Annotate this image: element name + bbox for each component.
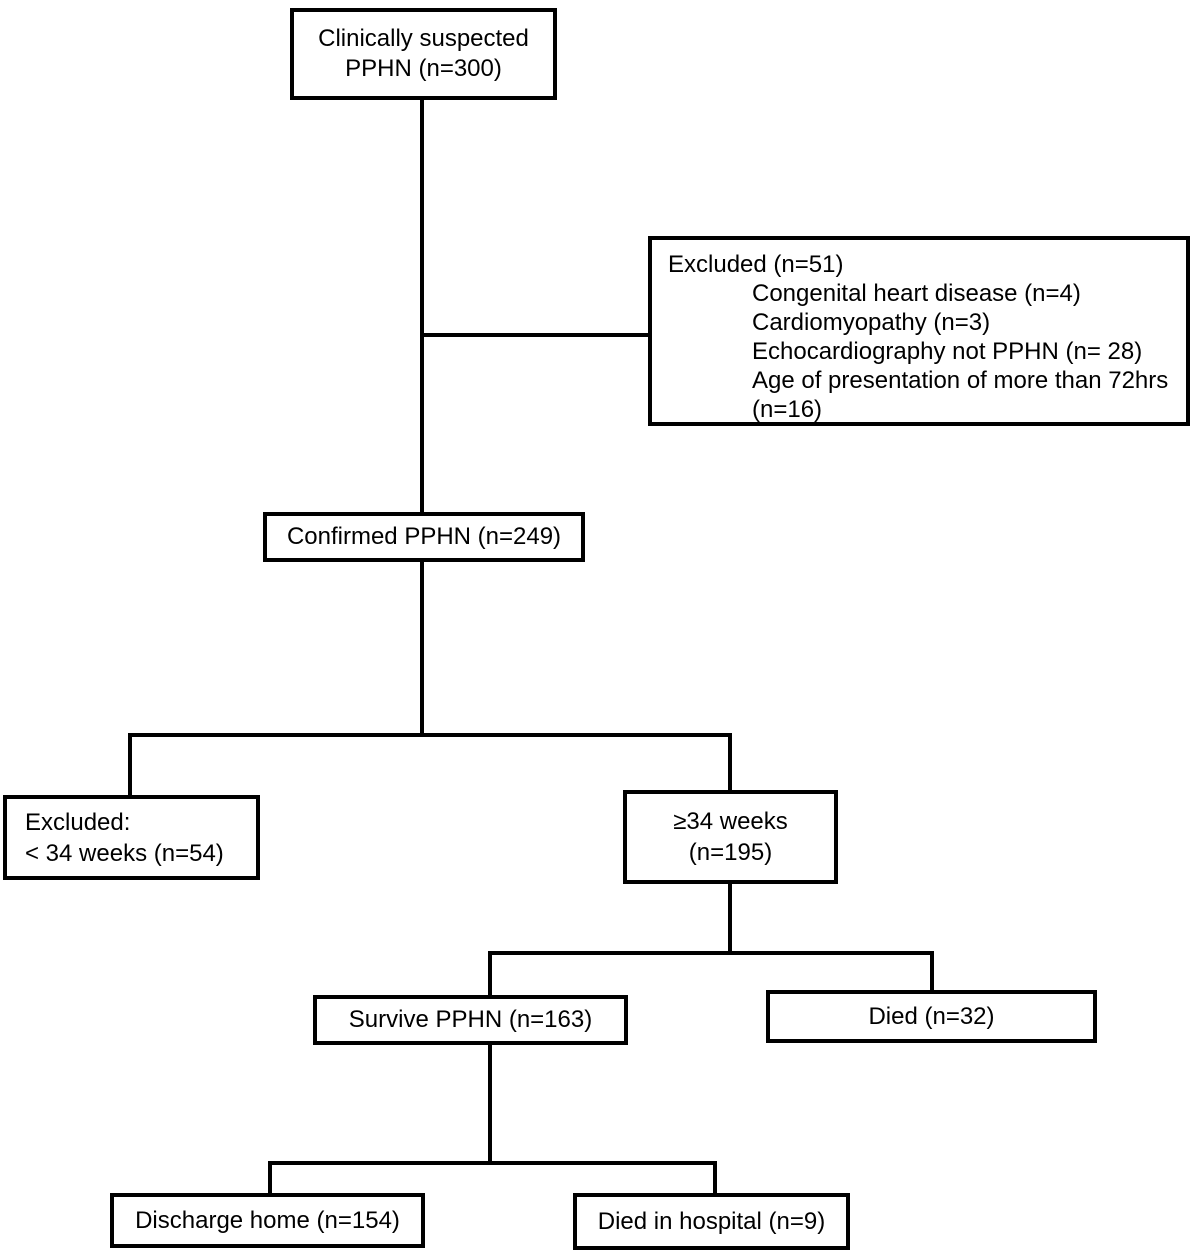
node-excluded-preterm-line1: Excluded: [25, 808, 131, 836]
connector-split2-horizontal [488, 951, 934, 955]
node-died-in-hospital-label: Died in hospital (n=9) [597, 1207, 826, 1235]
connector-split3-horizontal [268, 1161, 717, 1165]
connector-split3-to-discharge [268, 1165, 272, 1193]
connector-term-ge34-down [728, 884, 732, 951]
excluded-initial-item-cardiomyopathy: Cardiomyopathy (n=3) [752, 309, 991, 336]
excluded-initial-item-age-over-72hrs: Age of presentation of more than 72hrs (… [752, 367, 1169, 423]
connector-suspected-to-confirmed [420, 100, 424, 512]
connector-split2-to-survive [488, 955, 492, 995]
connector-split1-horizontal [128, 733, 732, 737]
node-term-ge34-line1: ≥34 weeks [673, 808, 788, 835]
node-excluded-preterm-line2: < 34 weeks (n=54) [25, 839, 224, 867]
connector-split2-to-died [930, 955, 934, 990]
node-died: Died (n=32) [766, 990, 1097, 1043]
connector-survive-down [488, 1045, 492, 1161]
excluded-initial-item-congenital: Congenital heart disease (n=4) [752, 280, 1081, 307]
node-survive-pphn: Survive PPHN (n=163) [313, 995, 628, 1045]
node-confirmed-pphn: Confirmed PPHN (n=249) [263, 512, 585, 562]
node-clinically-suspected-line2: PPHN (n=300) [345, 55, 502, 82]
node-excluded-initial: Excluded (n=51) Congenital heart disease… [648, 236, 1190, 426]
connector-split1-to-excluded-preterm [128, 737, 132, 795]
connector-split3-to-died-hospital [713, 1165, 717, 1193]
excluded-initial-item-echo-not-pphn: Echocardiography not PPHN (n= 28) [752, 338, 1143, 365]
node-excluded-preterm: Excluded: < 34 weeks (n=54) [3, 795, 260, 880]
node-term-ge34-weeks: ≥34 weeks (n=195) [623, 790, 838, 884]
node-confirmed-pphn-label: Confirmed PPHN (n=249) [286, 523, 562, 550]
connector-confirmed-down [420, 562, 424, 733]
connector-split1-to-term-ge34 [728, 737, 732, 790]
node-died-in-hospital: Died in hospital (n=9) [573, 1193, 850, 1250]
node-died-label: Died (n=32) [868, 1002, 995, 1030]
node-discharge-home-label: Discharge home (n=154) [135, 1206, 400, 1234]
excluded-initial-heading: Excluded (n=51) [668, 251, 844, 278]
connector-branch-to-excluded-initial [424, 333, 648, 337]
node-clinically-suspected-pphn: Clinically suspected PPHN (n=300) [290, 8, 557, 100]
node-survive-pphn-label: Survive PPHN (n=163) [348, 1006, 593, 1033]
node-discharge-home: Discharge home (n=154) [110, 1193, 425, 1248]
node-clinically-suspected-line1: Clinically suspected [318, 25, 529, 52]
node-term-ge34-line2: (n=195) [688, 839, 773, 866]
